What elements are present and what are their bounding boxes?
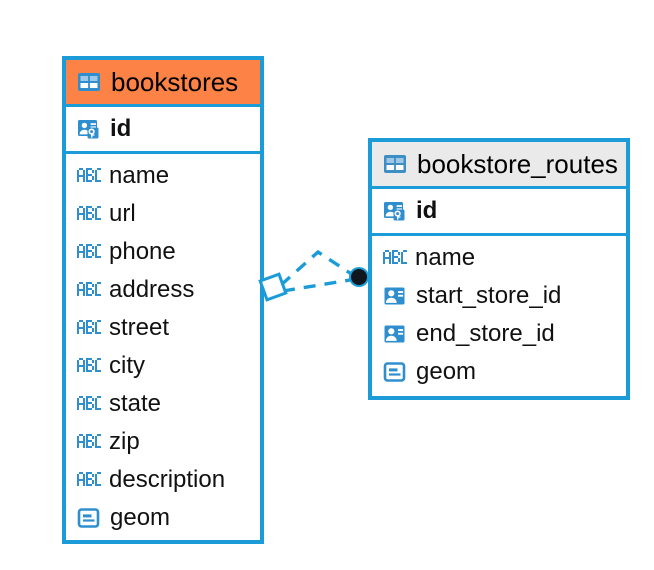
entity-bookstore-routes-pk-block: id — [372, 186, 626, 236]
field-label: state — [109, 390, 162, 417]
table-icon — [384, 155, 406, 173]
text-abc-icon — [77, 434, 101, 448]
text-abc-icon — [77, 282, 101, 296]
field-label: geom — [110, 504, 171, 531]
geometry-icon — [383, 362, 406, 382]
filled-dot-marker — [349, 267, 369, 287]
field-label: geom — [416, 358, 477, 385]
field-bookstores-description[interactable]: description — [66, 461, 260, 499]
field-label: id — [110, 115, 132, 142]
entity-bookstore-routes[interactable]: bookstore_routes id — [368, 138, 630, 400]
field-label: start_store_id — [416, 282, 562, 309]
entity-bookstores-header[interactable]: bookstores — [66, 60, 260, 104]
field-label: url — [109, 200, 136, 227]
foreign-key-icon — [384, 287, 405, 305]
entity-bookstores-title: bookstores — [111, 66, 239, 97]
field-routes-start-store-id[interactable]: start_store_id — [372, 277, 626, 315]
text-abc-icon — [77, 472, 101, 486]
relationship-line-upper — [279, 249, 357, 287]
field-label: zip — [109, 428, 140, 455]
text-abc-icon — [383, 250, 407, 264]
field-bookstores-address[interactable]: address — [66, 271, 260, 309]
field-bookstores-city[interactable]: city — [66, 347, 260, 385]
field-label: address — [109, 276, 195, 303]
field-label: city — [109, 352, 145, 379]
text-abc-icon — [77, 244, 101, 258]
foreign-key-icon — [384, 325, 405, 343]
field-label: end_store_id — [416, 320, 555, 347]
field-label: street — [109, 314, 170, 341]
field-bookstores-street[interactable]: street — [66, 309, 260, 347]
field-bookstores-phone[interactable]: phone — [66, 233, 260, 271]
text-abc-icon — [77, 396, 101, 410]
field-routes-end-store-id[interactable]: end_store_id — [372, 315, 626, 353]
table-icon — [78, 73, 100, 91]
text-abc-icon — [77, 320, 101, 334]
field-bookstores-zip[interactable]: zip — [66, 423, 260, 461]
entity-bookstores[interactable]: bookstores id — [62, 56, 264, 544]
field-label: name — [109, 162, 170, 189]
text-abc-icon — [77, 206, 101, 220]
entity-bookstore-routes-title: bookstore_routes — [417, 148, 618, 179]
primary-key-icon — [78, 120, 99, 139]
field-routes-name[interactable]: name — [372, 239, 626, 277]
field-bookstores-url[interactable]: url — [66, 195, 260, 233]
field-bookstores-state[interactable]: state — [66, 385, 260, 423]
entity-bookstore-routes-fields: name start_store_id — [372, 236, 626, 394]
text-abc-icon — [77, 168, 101, 182]
relationship-line-lower — [282, 277, 357, 293]
entity-bookstores-fields: name url — [66, 154, 260, 540]
diamond-marker — [258, 272, 288, 302]
field-routes-geom[interactable]: geom — [372, 353, 626, 391]
entity-bookstore-routes-header[interactable]: bookstore_routes — [372, 142, 626, 186]
field-routes-id[interactable]: id — [372, 189, 626, 233]
field-bookstores-geom[interactable]: geom — [66, 499, 260, 537]
field-label: name — [415, 244, 476, 271]
geometry-icon — [77, 508, 100, 528]
field-label: id — [416, 197, 438, 224]
text-abc-icon — [77, 358, 101, 372]
field-bookstores-id[interactable]: id — [66, 107, 260, 151]
primary-key-icon — [384, 202, 405, 221]
field-label: phone — [109, 238, 176, 265]
entity-bookstores-pk-block: id — [66, 104, 260, 154]
field-label: description — [109, 466, 226, 493]
field-bookstores-name[interactable]: name — [66, 157, 260, 195]
